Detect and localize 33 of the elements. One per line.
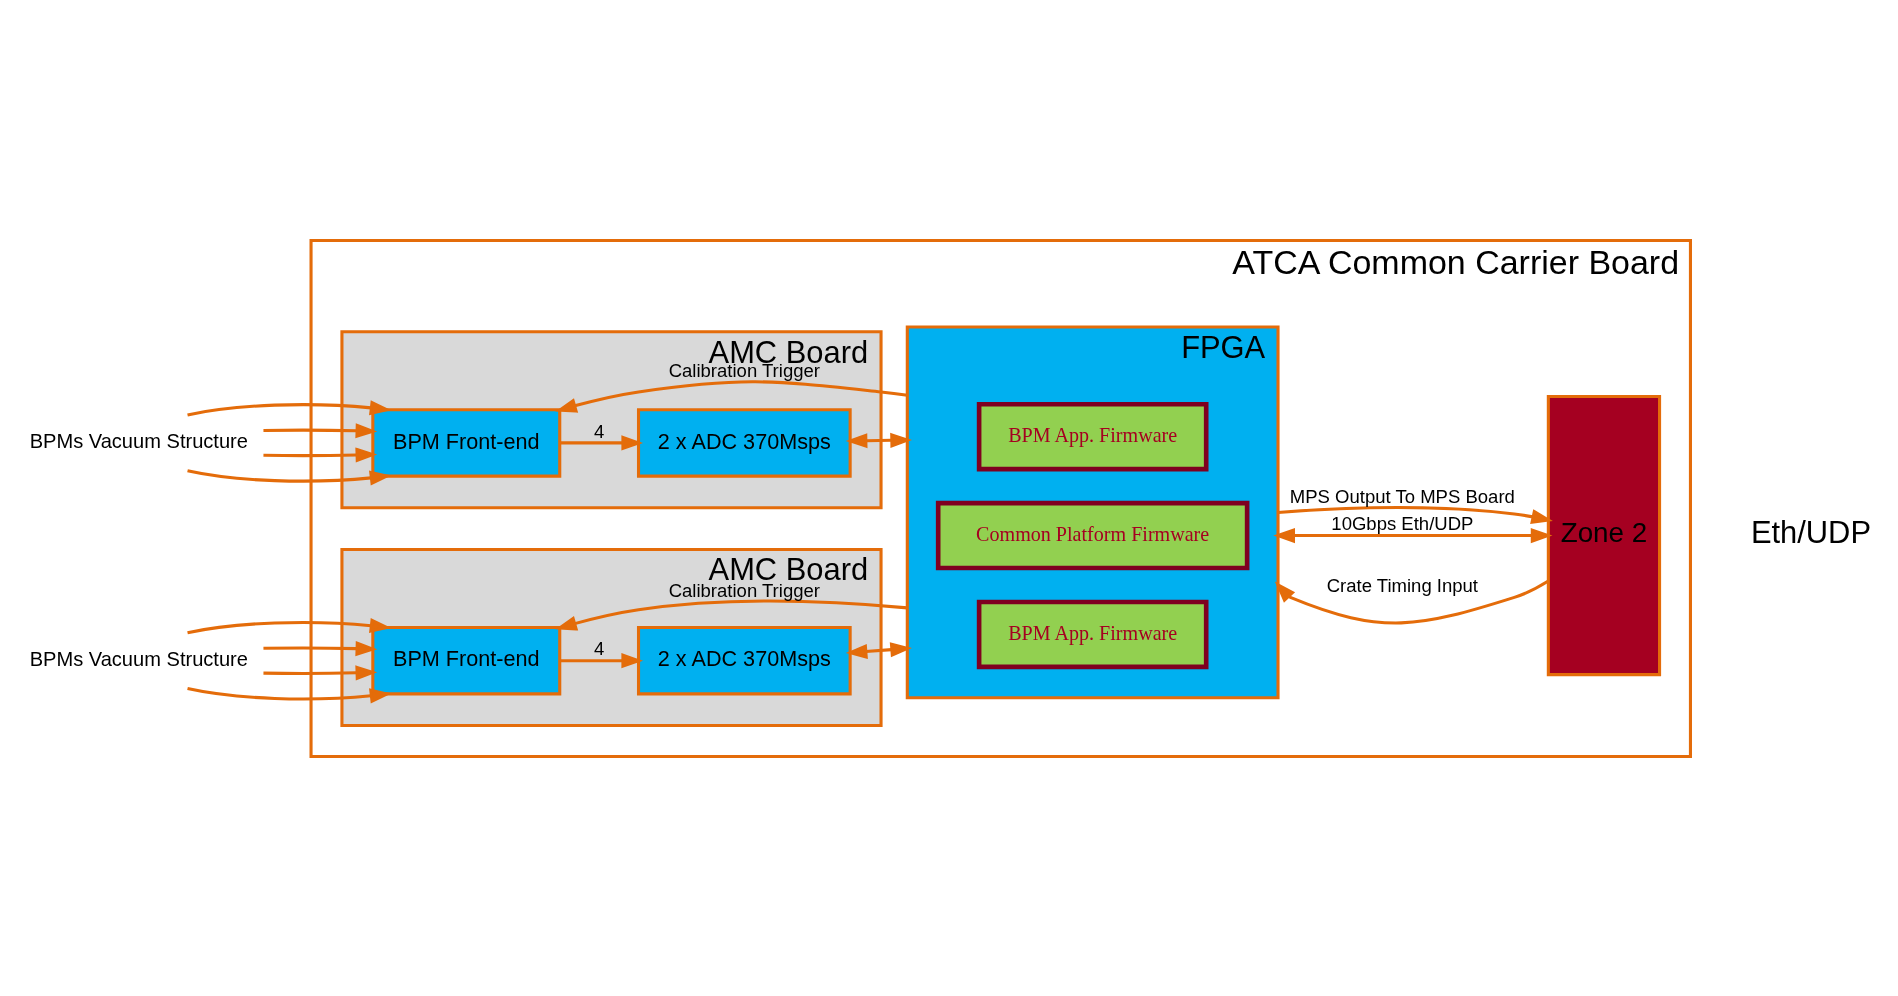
arrow bbox=[845, 641, 912, 659]
node-box: 2 x ADC 370Msps bbox=[636, 407, 852, 478]
node-box: Zone 2 bbox=[1546, 394, 1662, 676]
arrow bbox=[263, 640, 378, 656]
node-text: BPMs Vacuum Structure bbox=[29, 429, 248, 452]
node-text: BPMs Vacuum Structure bbox=[29, 647, 248, 670]
arrow bbox=[187, 686, 392, 703]
arrow bbox=[187, 399, 392, 416]
arrow bbox=[263, 446, 378, 463]
node-box: Common Platform Firmware bbox=[935, 500, 1250, 570]
label: Eth/UDP bbox=[1750, 514, 1871, 550]
edge-label: 10Gbps Eth/UDP bbox=[1331, 512, 1474, 534]
arrow bbox=[1273, 527, 1553, 543]
arrow bbox=[263, 422, 378, 438]
arrow bbox=[1277, 505, 1553, 524]
arrow bbox=[560, 434, 644, 450]
edge-label: 4 bbox=[593, 420, 605, 442]
arrow bbox=[1274, 579, 1550, 624]
edge-label: Calibration Trigger bbox=[668, 579, 820, 601]
arrow bbox=[263, 664, 378, 680]
node-box: BPM App. Firmware bbox=[976, 599, 1209, 669]
edge-label: Crate Timing Input bbox=[1326, 574, 1479, 596]
edge-label: MPS Output To MPS Board bbox=[1289, 485, 1515, 507]
node-box: BPM Front-end bbox=[371, 407, 562, 478]
arrow bbox=[560, 652, 644, 668]
edge-label: 4 bbox=[593, 637, 605, 659]
arrow bbox=[555, 599, 908, 631]
node-box: BPM Front-end bbox=[371, 625, 562, 695]
arrow bbox=[187, 468, 392, 486]
arrow bbox=[845, 432, 912, 448]
node-box: BPM App. Firmware bbox=[976, 401, 1209, 471]
arrow bbox=[555, 379, 908, 413]
node-box: 2 x ADC 370Msps bbox=[636, 625, 852, 695]
